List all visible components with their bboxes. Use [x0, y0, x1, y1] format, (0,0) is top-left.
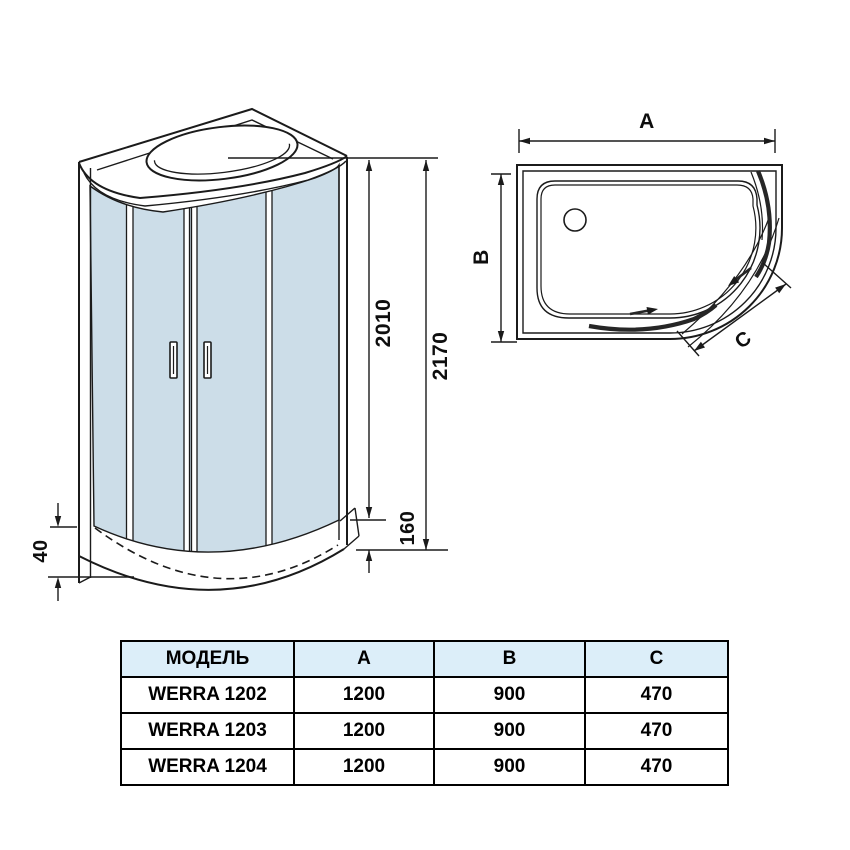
dim-label-40: 40	[30, 539, 52, 562]
door-divider	[183, 165, 191, 553]
value-cell: 1200	[293, 748, 435, 786]
header-b: B	[433, 640, 586, 678]
sliding-door-panels	[588, 170, 772, 332]
spec-table-header-row: МОДЕЛЬ A B C	[120, 640, 729, 678]
header-c: C	[584, 640, 729, 678]
roof-dome-oval	[145, 124, 299, 182]
roof	[78, 107, 348, 207]
spec-table: МОДЕЛЬ A B C WERRA 1202 1200 900 470 WER…	[120, 640, 729, 786]
dim-label-2170: 2170	[429, 332, 452, 381]
top-view: A B C	[470, 110, 792, 357]
dim-label-a: A	[639, 110, 655, 133]
top-view-frame	[516, 164, 783, 340]
top-view-dimensions: A B C	[470, 110, 792, 357]
model-cell: WERRA 1202	[120, 676, 295, 714]
header-model: МОДЕЛЬ	[120, 640, 295, 678]
door-track-arcs	[681, 214, 780, 348]
door-divider	[190, 165, 198, 553]
door-handles	[169, 341, 212, 379]
value-cell: 470	[584, 748, 729, 786]
frame-posts	[78, 157, 348, 584]
model-cell: WERRA 1203	[120, 712, 295, 750]
value-cell: 1200	[293, 712, 435, 750]
header-a: A	[293, 640, 435, 678]
front-view: 2010 2170 160 40	[30, 107, 452, 601]
dim-label-b: B	[470, 249, 493, 265]
front-view-dimensions: 2010 2170 160 40	[30, 157, 452, 601]
drain-circle	[563, 208, 587, 232]
door-divider	[125, 165, 134, 553]
value-cell: 900	[433, 676, 586, 714]
value-cell: 470	[584, 712, 729, 750]
value-cell: 1200	[293, 676, 435, 714]
value-cell: 470	[584, 676, 729, 714]
dim-label-160: 160	[397, 511, 419, 546]
glass-panels	[89, 162, 340, 553]
door-divider	[265, 165, 273, 553]
dim-label-c: C	[731, 327, 756, 354]
table-row: WERRA 1204 1200 900 470	[120, 748, 729, 786]
door-direction-arrows	[629, 266, 752, 316]
dim-label-2010: 2010	[372, 299, 395, 348]
shower-tray	[78, 507, 360, 591]
tray-outline	[536, 180, 761, 319]
table-row: WERRA 1202 1200 900 470	[120, 676, 729, 714]
value-cell: 900	[433, 712, 586, 750]
model-cell: WERRA 1204	[120, 748, 295, 786]
technical-drawing: 2010 2170 160 40	[30, 107, 792, 601]
value-cell: 900	[433, 748, 586, 786]
table-row: WERRA 1203 1200 900 470	[120, 712, 729, 750]
